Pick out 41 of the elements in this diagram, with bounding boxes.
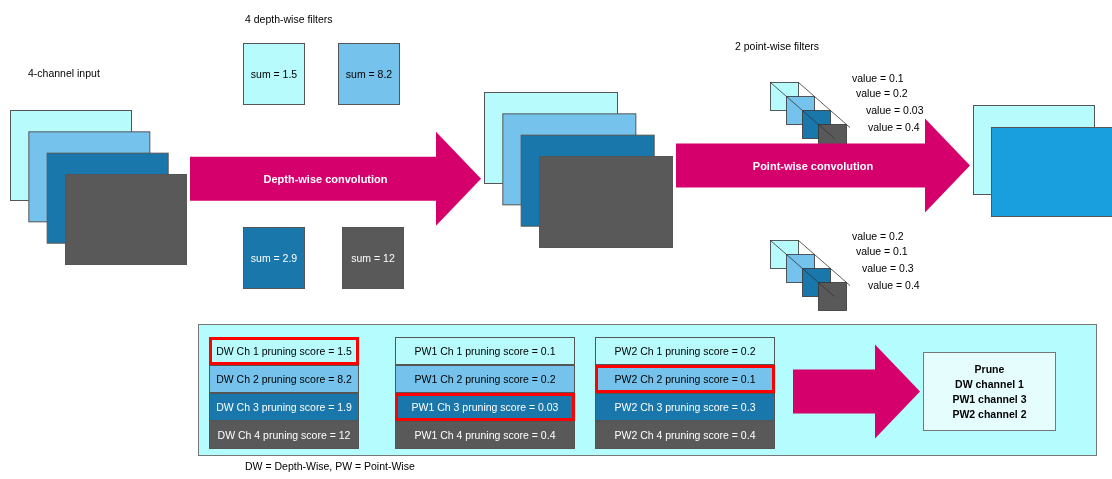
score-cell: PW2 Ch 1 pruning score = 0.2 (595, 337, 775, 365)
feature-map-stack-drawing (484, 92, 673, 248)
value-label: value = 0.2 (856, 87, 908, 99)
score-cell: PW2 Ch 3 pruning score = 0.3 (595, 393, 775, 421)
value-label: value = 0.1 (856, 245, 908, 257)
pruning-panel (198, 324, 1097, 456)
value-label: value = 0.4 (868, 121, 920, 133)
score-cell: PW1 Ch 1 pruning score = 0.1 (395, 337, 575, 365)
feature-map-stack-drawing (10, 110, 187, 265)
score-cell: PW1 Ch 4 pruning score = 0.4 (395, 421, 575, 449)
feature-map-stack-drawing (973, 105, 1112, 217)
node-label: 4-channel input (28, 67, 100, 79)
score-cell: DW Ch 1 pruning score = 1.5 (209, 337, 359, 365)
block-arrow (676, 118, 970, 213)
value-label: value = 0.3 (862, 262, 914, 274)
footnote: DW = Depth-Wise, PW = Point-Wise (245, 460, 415, 472)
heading: 4 depth-wise filters (245, 13, 333, 25)
filter-square: sum = 12 (342, 227, 404, 289)
score-cell: DW Ch 2 pruning score = 8.2 (209, 365, 359, 393)
result-line: Prune (974, 361, 1005, 377)
value-label: value = 0.1 (852, 72, 904, 84)
block-arrow (190, 131, 481, 226)
result-line: PW2 channel 2 (952, 406, 1027, 422)
block-arrow (793, 344, 920, 439)
value-label: value = 0.2 (852, 230, 904, 242)
score-cell: PW2 Ch 2 pruning score = 0.1 (595, 365, 775, 393)
value-label: value = 0.4 (868, 279, 920, 291)
score-cell: PW2 Ch 4 pruning score = 0.4 (595, 421, 775, 449)
score-cell: DW Ch 4 pruning score = 12 (209, 421, 359, 449)
result-line: DW channel 1 (955, 376, 1024, 392)
result-line: PW1 channel 3 (952, 391, 1027, 407)
score-cell: DW Ch 3 pruning score = 1.9 (209, 393, 359, 421)
filter-square: sum = 2.9 (243, 227, 305, 289)
filter-square: sum = 8.2 (338, 43, 400, 105)
filter-square: sum = 1.5 (243, 43, 305, 105)
value-label: value = 0.03 (866, 104, 924, 116)
score-cell: PW1 Ch 2 pruning score = 0.2 (395, 365, 575, 393)
heading: 2 point-wise filters (735, 40, 820, 52)
filter-cube-drawing (770, 240, 850, 312)
result-box (923, 352, 1056, 431)
score-cell: PW1 Ch 3 pruning score = 0.03 (395, 393, 575, 421)
